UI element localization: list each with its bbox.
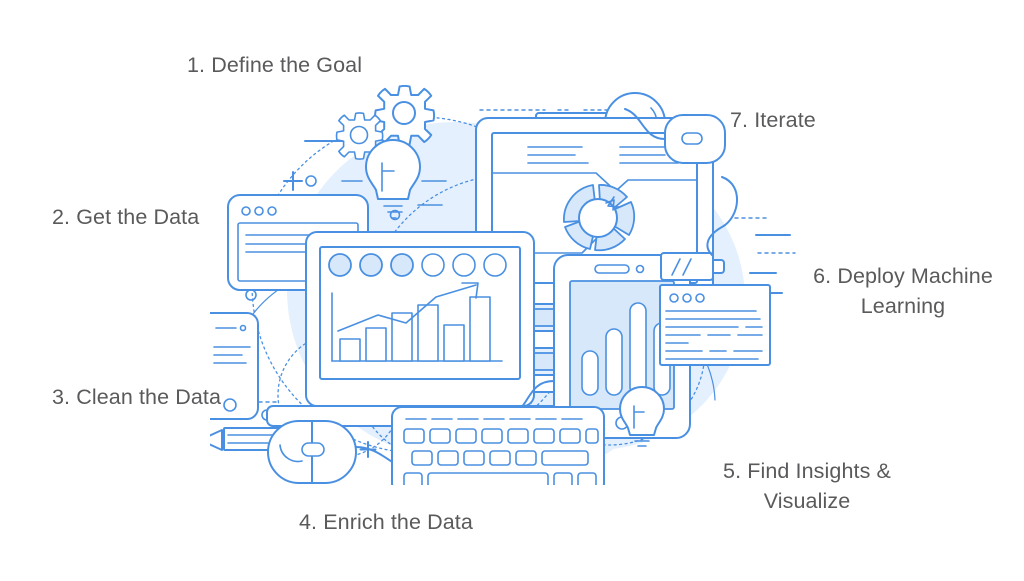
mouse-outline-icon: [624, 108, 726, 164]
step-label-6: 6. Deploy Machine Learning: [813, 264, 993, 318]
right-cable: [706, 176, 738, 256]
mouse-icon: [267, 420, 455, 484]
lightbulb-icon-right: [619, 386, 665, 447]
step-label-7: 7. Iterate: [730, 108, 816, 132]
battery-icon: [660, 252, 725, 281]
laptop-with-bar-chart: [266, 231, 574, 427]
monitor-text-lines: [527, 146, 679, 164]
keyboard-keys-row-1: [403, 428, 599, 444]
lightbulb-icon-left: [341, 139, 447, 219]
step-label-2: 2. Get the Data: [52, 205, 200, 229]
gear-icon-large: [374, 85, 436, 146]
keyboard-icon: [391, 380, 605, 485]
keyboard-keys-row-3: [403, 472, 597, 485]
step-label-4: 4. Enrich the Data: [299, 510, 473, 534]
donut-chart: [563, 184, 636, 252]
step-label-3: 3. Clean the Data: [52, 385, 222, 409]
gear-icon-small: [335, 112, 384, 160]
smartphone-icon: [210, 312, 259, 420]
tablet-bars: [581, 302, 671, 396]
step-label-5: 5. Find Insights & Visualize: [723, 459, 891, 513]
laptop-circle-row: [328, 253, 507, 277]
data-science-workflow-illustration: .ln{fill:none;stroke:#4a90e2;stroke-widt…: [210, 85, 796, 485]
code-window-icon: [659, 284, 771, 366]
step-label-1: 1. Define the Goal: [187, 53, 363, 77]
keyboard-keys-row-2: [411, 450, 589, 466]
laptop-bar-chart: [331, 282, 503, 362]
